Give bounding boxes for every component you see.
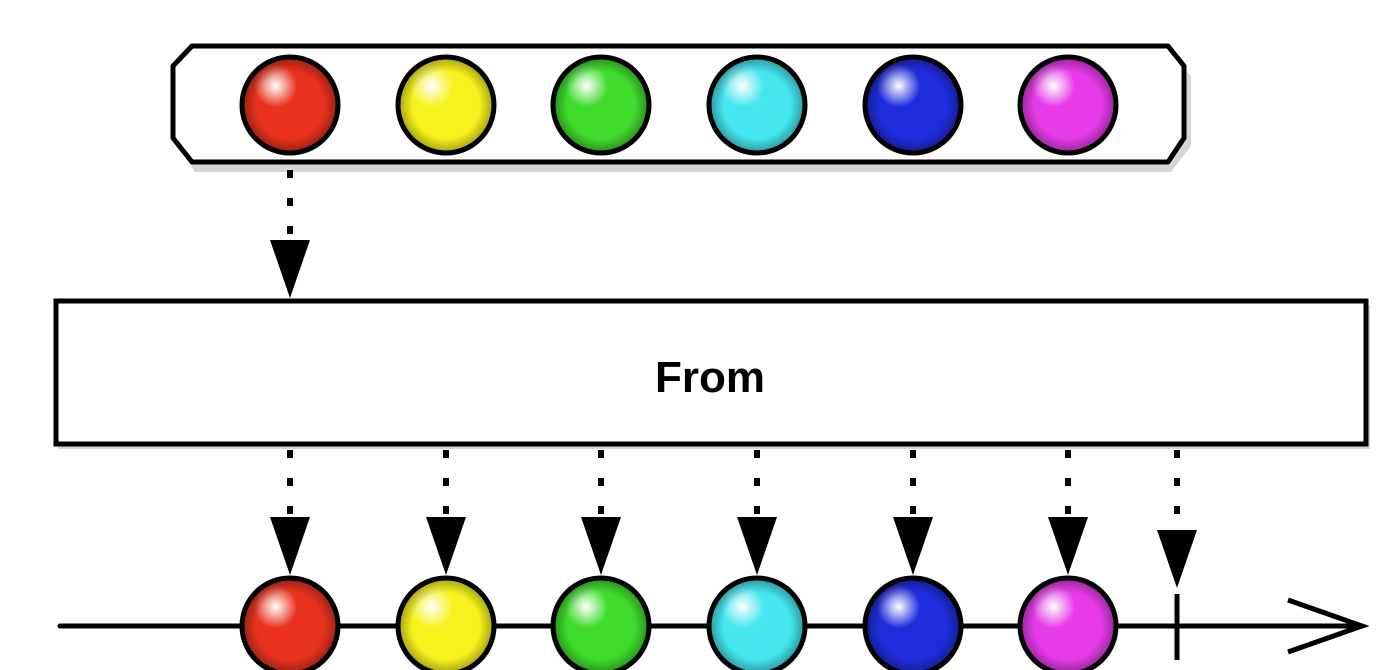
output-arrow-cyan: [737, 450, 777, 575]
operator-label: From: [655, 353, 765, 402]
output-marble-blue: [862, 575, 964, 670]
output-marble-magenta: [1017, 575, 1119, 670]
output-marble-shade: [709, 578, 805, 670]
source-marble-yellow: [395, 54, 497, 156]
operator-box: From: [53, 298, 1370, 449]
source-marble-shade: [709, 57, 805, 153]
arrow-head: [893, 517, 933, 575]
output-marble-shade: [1020, 578, 1116, 670]
output-arrow-blue: [893, 450, 933, 575]
arrow-head: [581, 517, 621, 575]
input-arrow-red: [270, 170, 310, 298]
output-marble-outline: [706, 575, 808, 670]
source-marble-shade: [865, 57, 961, 153]
output-marble-green: [550, 575, 652, 670]
output-marble-shade: [865, 578, 961, 670]
output-marble-yellow: [395, 575, 497, 670]
output-marble-outline: [862, 575, 964, 670]
output-marble-shade: [553, 578, 649, 670]
source-marble-blue: [862, 54, 964, 156]
source-marble-red: [239, 54, 341, 156]
output-marble-red: [239, 575, 341, 670]
source-marble-outline: [550, 54, 652, 156]
arrow-head: [270, 517, 310, 575]
operator-box-border: [53, 298, 1369, 447]
source-marble-shade: [398, 57, 494, 153]
output-arrow-red: [270, 450, 310, 575]
output-marble-outline: [1017, 575, 1119, 670]
source-marble-outline: [1017, 54, 1119, 156]
source-marble-outline: [239, 54, 341, 156]
output-arrow-magenta: [1048, 450, 1088, 575]
output-marble-outline: [239, 575, 341, 670]
output-marble-cyan: [706, 575, 808, 670]
source-marble-outline: [862, 54, 964, 156]
arrow-head: [1048, 517, 1088, 575]
output-arrows: [270, 450, 1197, 588]
output-arrow-green: [581, 450, 621, 575]
arrow-head: [737, 517, 777, 575]
output-marble-outline: [550, 575, 652, 670]
arrow-head: [426, 517, 466, 575]
output-arrow-yellow: [426, 450, 466, 575]
output-marble-shade: [398, 578, 494, 670]
timeline-arrowhead: [1287, 597, 1370, 655]
source-marble-outline: [395, 54, 497, 156]
source-marble-shade: [553, 57, 649, 153]
output-marble-shade: [242, 578, 338, 670]
source-marble-magenta: [1017, 54, 1119, 156]
source-marble-shade: [242, 57, 338, 153]
source-marble-outline: [706, 54, 808, 156]
output-arrow-completion: [1157, 450, 1197, 588]
arrow-head: [270, 240, 310, 298]
arrow-head: [1157, 530, 1197, 588]
output-marbles: [239, 575, 1119, 670]
source-marbles: [239, 54, 1119, 156]
input-arrow: [270, 170, 310, 298]
source-marble-shade: [1020, 57, 1116, 153]
source-marble-cyan: [706, 54, 808, 156]
source-marble-green: [550, 54, 652, 156]
output-marble-outline: [395, 575, 497, 670]
